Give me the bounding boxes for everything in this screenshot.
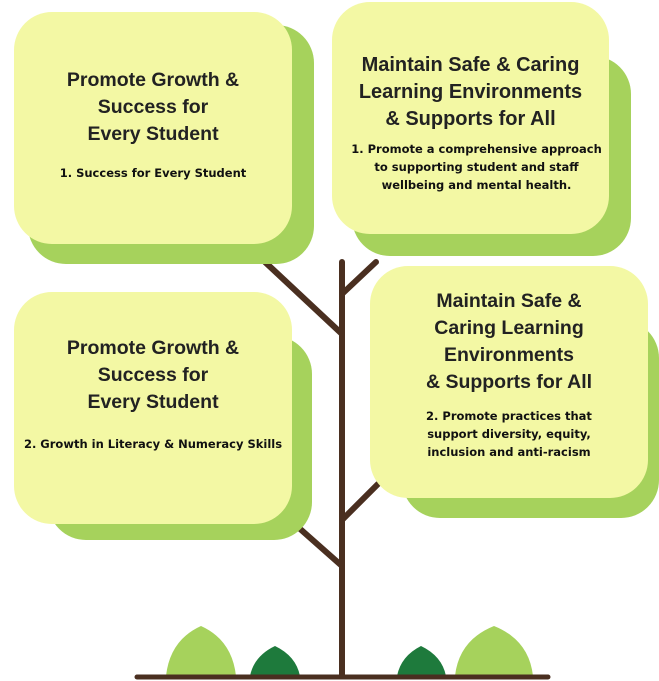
branch-lower-right — [339, 481, 381, 523]
card-item: 2. Promote practices that support divers… — [426, 409, 592, 459]
goal-card-growth-2: Promote Growth & Success for Every Stude… — [14, 292, 314, 544]
branch-upper-left — [262, 259, 345, 337]
card-item: 1. Success for Every Student — [59, 166, 247, 180]
card-face: Promote Growth & Success for Every Stude… — [14, 292, 292, 524]
card-title: Maintain Safe & Caring Learning Environm… — [358, 54, 583, 130]
leaf-dark-right — [397, 646, 446, 676]
goal-card-safe-2: Maintain Safe & Caring Learning Environm… — [370, 266, 659, 518]
card-title: Maintain Safe & Caring Learning Environm… — [425, 290, 593, 393]
goal-card-safe-1: Maintain Safe & Caring Learning Environm… — [332, 2, 631, 257]
leaf-light-left — [166, 626, 236, 676]
card-title: Promote Growth & Success for Every Stude… — [66, 337, 240, 413]
leaf-dark-left — [250, 646, 300, 676]
card-item: 1. Promote a comprehensive approach to s… — [351, 142, 602, 192]
branch-upper-right — [339, 259, 379, 297]
card-face: Promote Growth & Success for Every Stude… — [14, 12, 292, 244]
card-item: 2. Growth in Literacy & Numeracy Skills — [23, 437, 283, 451]
card-face: Maintain Safe & Caring Learning Environm… — [332, 2, 609, 234]
leaf-light-right — [455, 626, 533, 676]
card-title: Promote Growth & Success for Every Stude… — [66, 69, 240, 145]
card-face: Maintain Safe & Caring Learning Environm… — [370, 266, 648, 498]
goal-card-growth-1: Promote Growth & Success for Every Stude… — [14, 12, 314, 264]
